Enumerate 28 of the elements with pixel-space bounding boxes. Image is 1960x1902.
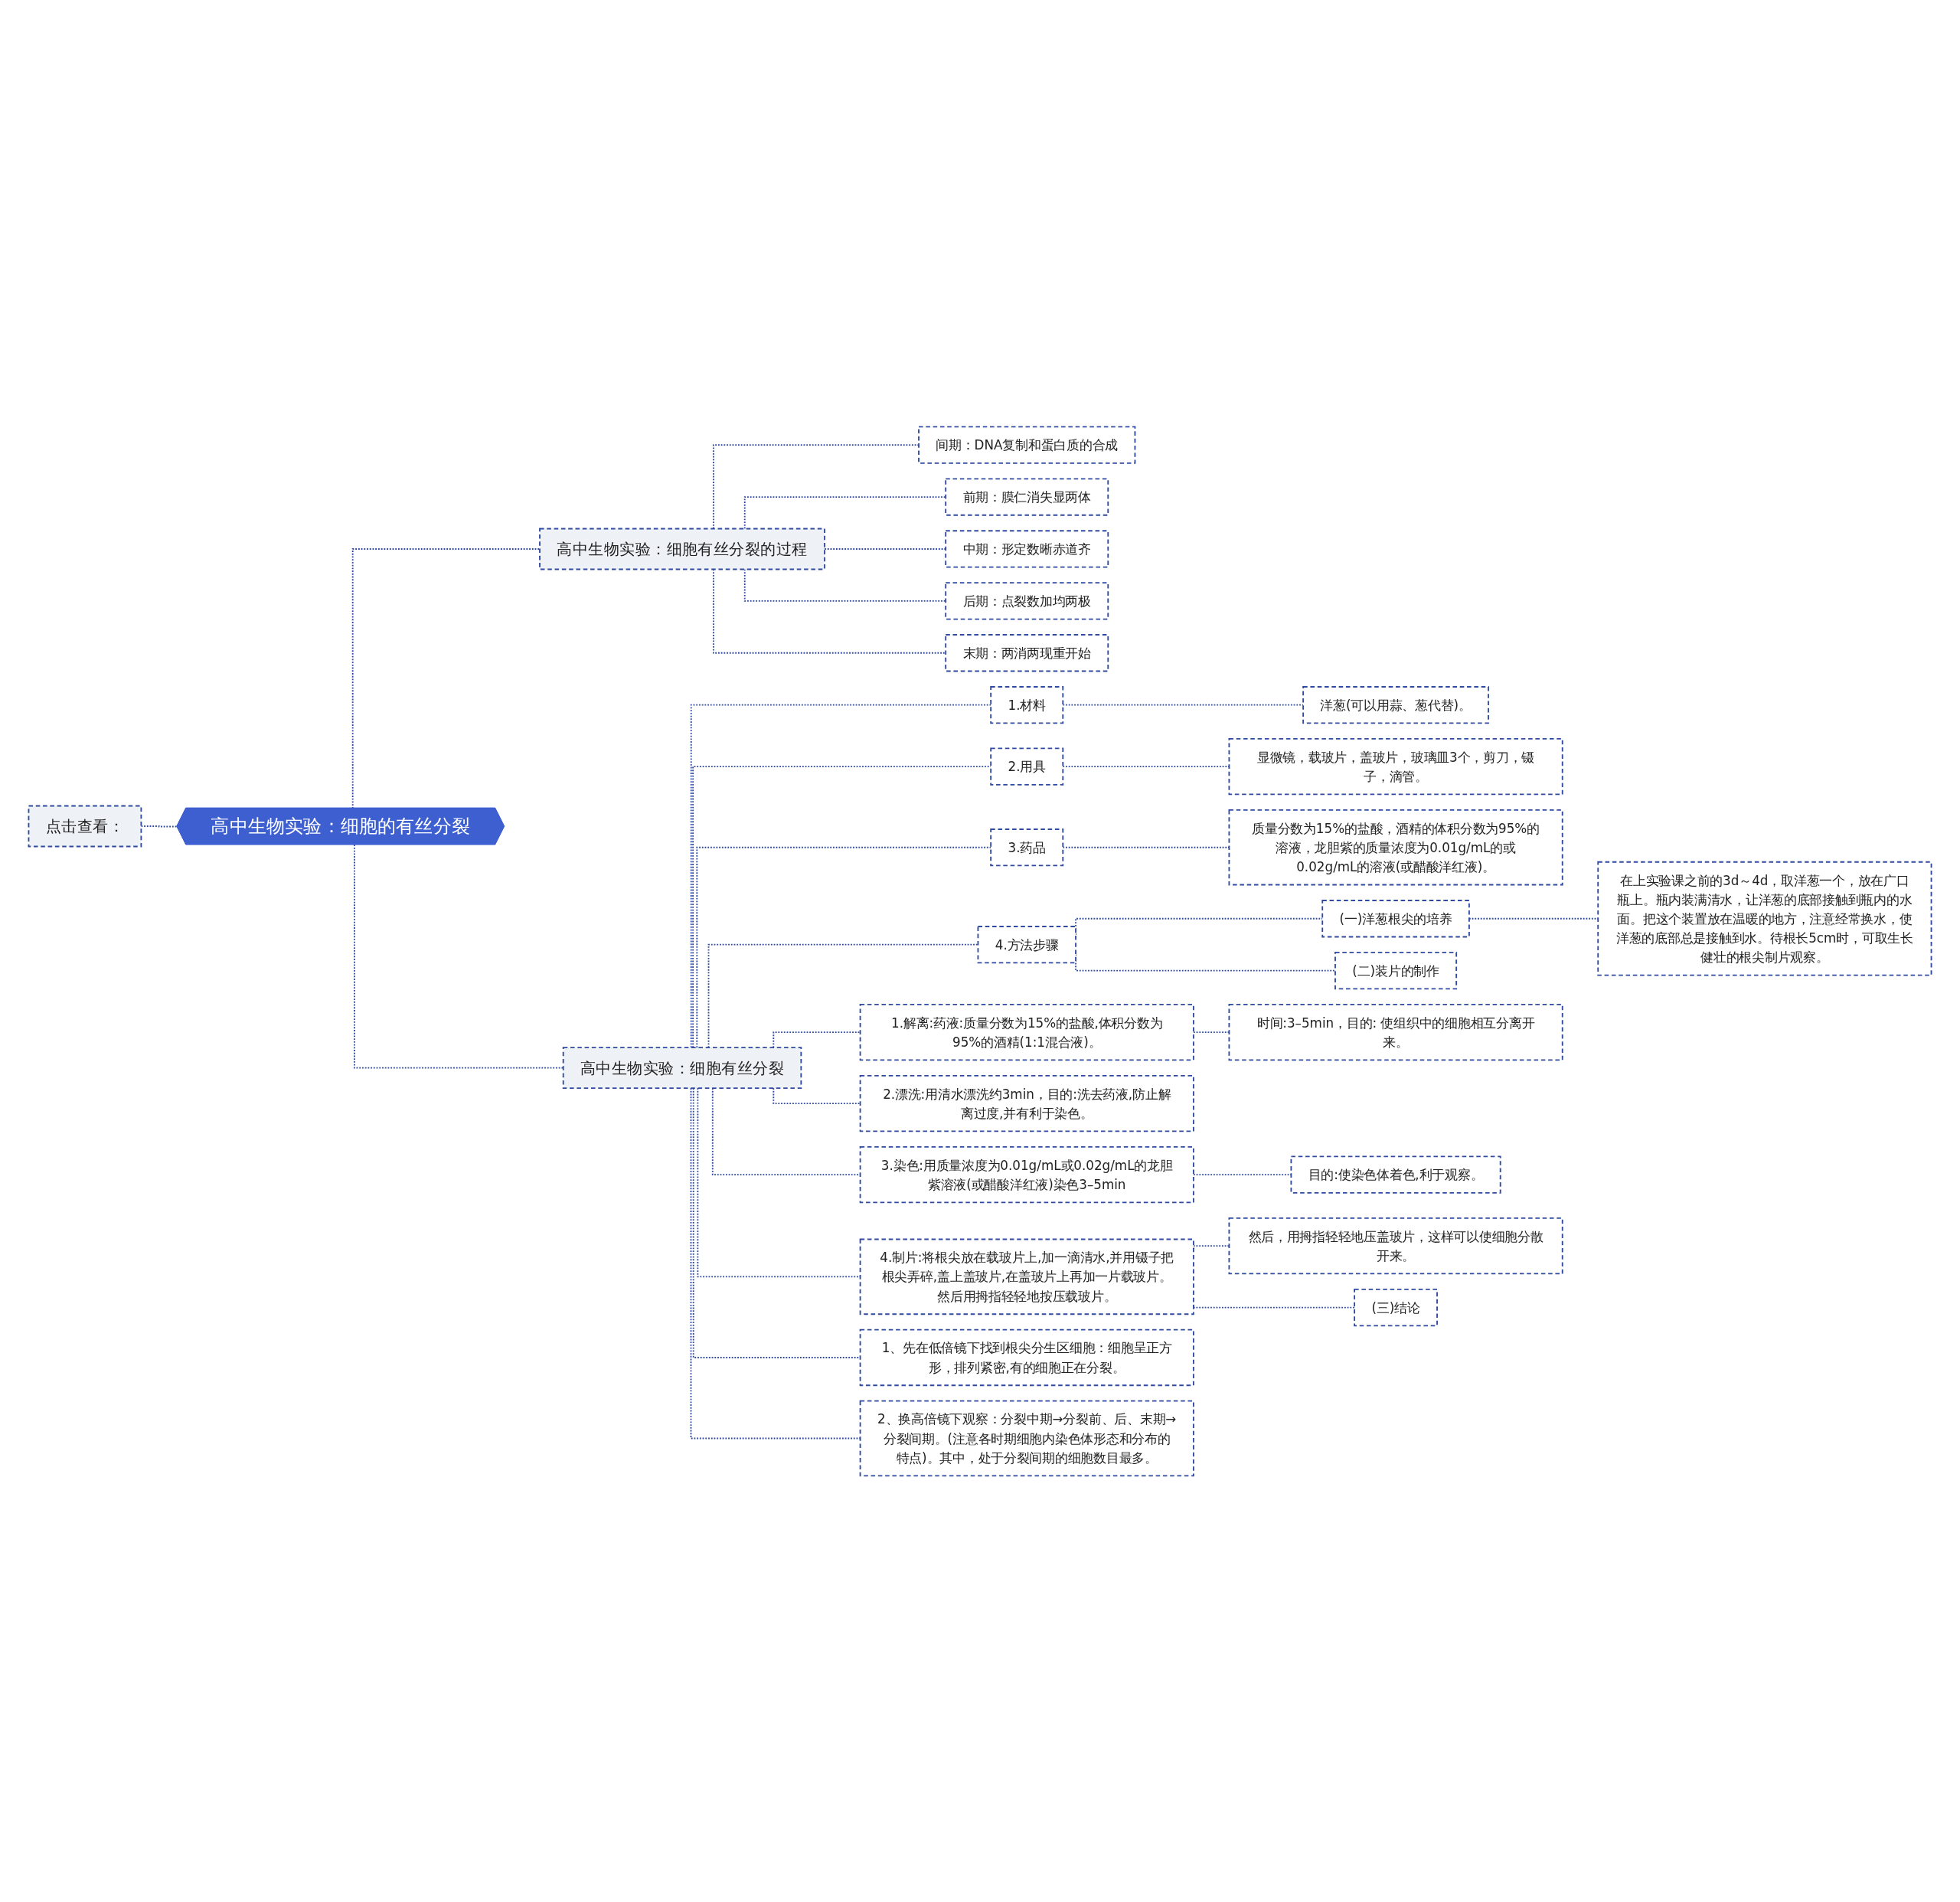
node-box: 前期：膜仁消失显两体 xyxy=(945,478,1109,516)
node-box: 间期：DNA复制和蛋白质的合成 xyxy=(918,426,1136,464)
node-box: 后期：点裂数加均两极 xyxy=(945,581,1109,620)
node-box: 高中生物实验：细胞有丝分裂的过程 xyxy=(539,528,825,570)
node-box: 显微镜，载玻片，盖玻片，玻璃皿3个，剪刀，镊子，滴管。 xyxy=(1228,737,1563,795)
node-box: (二)装片的制作 xyxy=(1334,951,1458,989)
node-box: (三)结论 xyxy=(1354,1288,1438,1326)
node-box: 在上实验课之前的3d～4d，取洋葱一个，放在广口瓶上。瓶内装满清水，让洋葱的底部接触到瓶内的水面。把这个装置放在温暖的地方，注意经常换水，使洋葱的底部总是接触到水。待根长5cm时，可取生长健壮的根尖制片观察。 xyxy=(1597,861,1932,976)
node-box: 1、先在低倍镜下找到根尖分生区细胞：细胞呈正方形，排列紧密,有的细胞正在分裂。 xyxy=(859,1328,1194,1386)
node-box: 2.用具 xyxy=(990,747,1064,786)
node-box: 4.方法步骤 xyxy=(977,925,1076,963)
node-box: (一)洋葱根尖的培养 xyxy=(1321,899,1470,937)
node-box: 3.染色:用质量浓度为0.01g/mL或0.02g/mL的龙胆紫溶液(或醋酸洋红液)染色3–5min xyxy=(859,1145,1194,1203)
node-box: 质量分数为15%的盐酸，酒精的体积分数为95%的溶液，龙胆紫的质量浓度为0.01g/mL的或0.02g/mL的溶液(或醋酸洋红液)。 xyxy=(1228,809,1563,886)
node-box: 然后，用拇指轻轻地压盖玻片，这样可以使细胞分散开来。 xyxy=(1228,1217,1563,1274)
node-box: 末期：两消两现重开始 xyxy=(945,633,1109,672)
node-box: 中期：形定数晰赤道齐 xyxy=(945,529,1109,568)
node-box: 目的:使染色体着色,利于观察。 xyxy=(1290,1155,1501,1194)
node-box: 时间:3–5min，目的: 使组织中的细胞相互分离开来。 xyxy=(1228,1003,1563,1060)
node-box: 点击查看： xyxy=(28,805,142,848)
node-box: 3.药品 xyxy=(990,828,1064,866)
node-box: 洋葱(可以用蒜、葱代替)。 xyxy=(1302,685,1489,724)
node-box: 4.制片:将根尖放在载玻片上,加一滴清水,并用镊子把根尖弄碎,盖上盖玻片,在盖玻片上再加一片载玻片。然后用拇指轻轻地按压载玻片。 xyxy=(859,1238,1194,1315)
node-box: 高中生物实验：细胞有丝分裂 xyxy=(562,1046,802,1089)
node-box: 2.漂洗:用清水漂洗约3min，目的:洗去药液,防止解离过度,并有利于染色。 xyxy=(859,1074,1194,1132)
node-box: 1.解离:药液:质量分数为15%的盐酸,体积分数为95%的酒精(1:1混合液)。 xyxy=(859,1003,1194,1060)
node-box: 2、换高倍镜下观察：分裂中期→分裂前、后、末期→分裂间期。(注意各时期细胞内染色体形态和分布的特点)。其中，处于分裂间期的细胞数目最多。 xyxy=(859,1400,1194,1476)
node-box: 1.材料 xyxy=(990,685,1064,724)
